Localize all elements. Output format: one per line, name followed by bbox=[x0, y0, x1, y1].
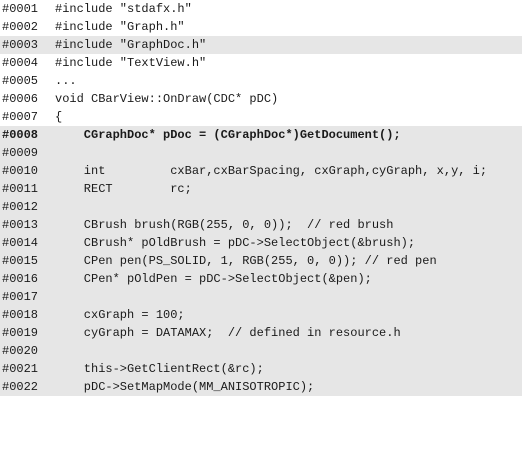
code-line: #0012 bbox=[0, 198, 522, 216]
line-number: #0017 bbox=[2, 290, 39, 304]
code-line: #0006 void CBarView::OnDraw(CDC* pDC) bbox=[0, 90, 522, 108]
code-text: RECT rc; bbox=[55, 182, 192, 196]
code-text: CGraphDoc* pDoc = (CGraphDoc*)GetDocumen… bbox=[55, 128, 401, 142]
code-text: CBrush* pOldBrush = pDC->SelectObject(&b… bbox=[55, 236, 416, 250]
code-text: this->GetClientRect(&rc); bbox=[55, 362, 264, 376]
code-listing: #0001 #include "stdafx.h" #0002 #include… bbox=[0, 0, 522, 396]
code-line: #0014 CBrush* pOldBrush = pDC->SelectObj… bbox=[0, 234, 522, 252]
code-text: void CBarView::OnDraw(CDC* pDC) bbox=[55, 92, 279, 106]
code-line: #0017 bbox=[0, 288, 522, 306]
code-text: #include "Graph.h" bbox=[55, 20, 185, 34]
code-line: #0015 CPen pen(PS_SOLID, 1, RGB(255, 0, … bbox=[0, 252, 522, 270]
code-line: #0007 { bbox=[0, 108, 522, 126]
line-number: #0022 bbox=[2, 380, 39, 394]
line-number: #0010 bbox=[2, 164, 39, 178]
line-number: #0013 bbox=[2, 218, 39, 232]
code-line: #0008 CGraphDoc* pDoc = (CGraphDoc*)GetD… bbox=[0, 126, 522, 144]
code-line: #0004 #include "TextView.h" bbox=[0, 54, 522, 72]
code-line: #0022 pDC->SetMapMode(MM_ANISOTROPIC); bbox=[0, 378, 522, 396]
line-number: #0020 bbox=[2, 344, 39, 358]
code-line: #0013 CBrush brush(RGB(255, 0, 0)); // r… bbox=[0, 216, 522, 234]
code-line: #0018 cxGraph = 100; bbox=[0, 306, 522, 324]
code-line: #0016 CPen* pOldPen = pDC->SelectObject(… bbox=[0, 270, 522, 288]
line-number: #0018 bbox=[2, 308, 39, 322]
code-line: #0005 ... bbox=[0, 72, 522, 90]
line-number: #0008 bbox=[2, 128, 39, 142]
code-line: #0010 int cxBar,cxBarSpacing, cxGraph,cy… bbox=[0, 162, 522, 180]
code-line: #0001 #include "stdafx.h" bbox=[0, 0, 522, 18]
code-text: cyGraph = DATAMAX; // defined in resourc… bbox=[55, 326, 401, 340]
code-text: { bbox=[55, 110, 63, 124]
line-number: #0014 bbox=[2, 236, 39, 250]
line-number: #0009 bbox=[2, 146, 39, 160]
code-text: CPen pen(PS_SOLID, 1, RGB(255, 0, 0)); /… bbox=[55, 254, 437, 268]
code-line: #0009 bbox=[0, 144, 522, 162]
code-line: #0011 RECT rc; bbox=[0, 180, 522, 198]
line-number: #0007 bbox=[2, 110, 39, 124]
line-number: #0002 bbox=[2, 20, 39, 34]
code-text: pDC->SetMapMode(MM_ANISOTROPIC); bbox=[55, 380, 315, 394]
code-text: CPen* pOldPen = pDC->SelectObject(&pen); bbox=[55, 272, 372, 286]
code-text: cxGraph = 100; bbox=[55, 308, 185, 322]
code-text: #include "stdafx.h" bbox=[55, 2, 192, 16]
line-number: #0012 bbox=[2, 200, 39, 214]
code-line: #0003 #include "GraphDoc.h" bbox=[0, 36, 522, 54]
code-line: #0020 bbox=[0, 342, 522, 360]
code-text: CBrush brush(RGB(255, 0, 0)); // red bru… bbox=[55, 218, 394, 232]
code-text: #include "GraphDoc.h" bbox=[55, 38, 207, 52]
code-text: int cxBar,cxBarSpacing, cxGraph,cyGraph,… bbox=[55, 164, 488, 178]
line-number: #0021 bbox=[2, 362, 39, 376]
line-number: #0001 bbox=[2, 2, 39, 16]
line-number: #0016 bbox=[2, 272, 39, 286]
code-text: ... bbox=[55, 74, 77, 88]
code-text: #include "TextView.h" bbox=[55, 56, 207, 70]
code-line: #0019 cyGraph = DATAMAX; // defined in r… bbox=[0, 324, 522, 342]
line-number: #0003 bbox=[2, 38, 39, 52]
line-number: #0019 bbox=[2, 326, 39, 340]
line-number: #0015 bbox=[2, 254, 39, 268]
line-number: #0011 bbox=[2, 182, 39, 196]
code-line: #0002 #include "Graph.h" bbox=[0, 18, 522, 36]
line-number: #0004 bbox=[2, 56, 39, 70]
line-number: #0006 bbox=[2, 92, 39, 106]
code-line: #0021 this->GetClientRect(&rc); bbox=[0, 360, 522, 378]
line-number: #0005 bbox=[2, 74, 39, 88]
